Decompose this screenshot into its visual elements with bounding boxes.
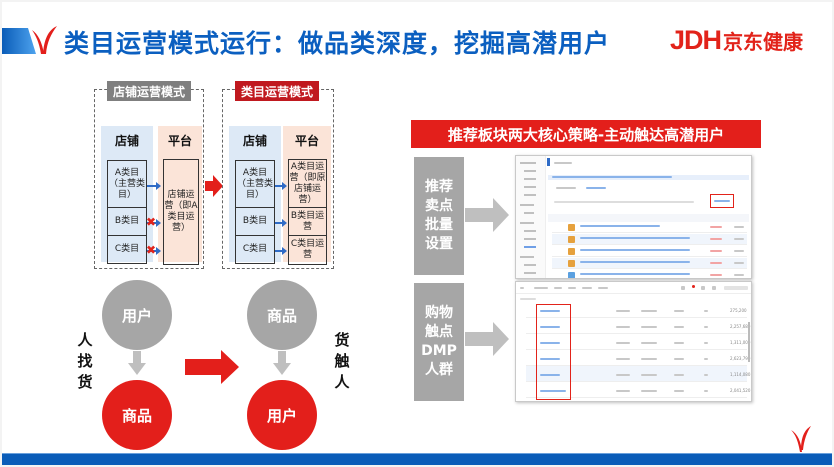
selling-point-settings-screenshot <box>515 155 752 279</box>
blocked-x-icon: ✖ <box>146 215 157 229</box>
arrow-icon <box>275 182 287 190</box>
audience-name-highlight <box>536 304 571 400</box>
strategy-label-selling-points: 推荐 卖点 批量 设置 <box>414 157 464 275</box>
screenshot-topnav <box>516 282 751 294</box>
arrow-icon <box>147 219 161 227</box>
right-arrow-icon <box>465 322 509 356</box>
audience-count: 2,257,680 <box>730 324 751 329</box>
store-mode-diagram: 店铺运营模式 店铺 A类目（主营类目） B类目 C类目 平台 店铺运营（即A类目… <box>94 81 204 269</box>
platform-column: 平台 A类目运营（即原店铺运营） B类目运营 C类目运营 <box>283 126 331 265</box>
store-cell-a: A类目（主营类目） <box>107 160 147 208</box>
store-cell-c: C类目 <box>107 235 147 264</box>
store-cell-c: C类目 <box>235 235 275 264</box>
flow-right-top-circle: 商品 <box>247 280 317 350</box>
transition-arrow-icon <box>205 175 223 197</box>
footer-bar <box>2 453 832 465</box>
dmp-audience-screenshot: 275,200 2,257,680 1,311,000 2,623,790 1,… <box>515 281 752 402</box>
flow-left-top-circle: 用户 <box>102 280 172 350</box>
store-cell-a: A类目（主营类目） <box>235 160 275 208</box>
store-column: 店铺 A类目（主营类目） B类目 C类目 <box>101 126 153 264</box>
blocked-x-icon: ✖ <box>146 243 157 257</box>
store-column: 店铺 A类目（主营类目） B类目 C类目 <box>229 126 281 264</box>
platform-cell: 店铺运营（即A类目运营） <box>163 159 199 265</box>
audience-count: 275,200 <box>730 308 747 313</box>
audience-count: 2,623,790 <box>730 356 751 361</box>
store-cell-b: B类目 <box>107 207 147 236</box>
arrow-icon <box>147 247 161 255</box>
flow-right-bottom-circle: 用户 <box>247 380 317 450</box>
audience-count: 2,041,520 <box>730 388 751 393</box>
platform-cell-a: A类目运营（即原店铺运营） <box>288 159 327 208</box>
store-column-header: 店铺 <box>242 134 267 148</box>
arrow-icon <box>275 219 287 227</box>
store-cell-b: B类目 <box>235 207 275 236</box>
batch-setting-highlight <box>710 194 734 208</box>
platform-column: 平台 店铺运营（即A类目运营） <box>158 126 202 265</box>
flow-right-label: 货 触 人 <box>334 331 350 391</box>
brand-text: 京东健康 <box>723 29 804 54</box>
transition-arrow-icon <box>185 350 239 384</box>
flow-left-label: 人 找 货 <box>77 331 93 391</box>
platform-column-header: 平台 <box>294 134 319 148</box>
platform-cell-b: B类目运营 <box>288 207 327 236</box>
scrollbar[interactable] <box>748 322 750 362</box>
down-arrow-icon <box>128 351 146 375</box>
platform-cell-c: C类目运营 <box>288 235 327 265</box>
page-title: 类目运营模式运行：做品类深度，挖掘高潜用户 <box>64 29 611 58</box>
store-mode-tag: 店铺运营模式 <box>107 81 192 101</box>
arrow-icon <box>275 247 287 255</box>
strategy-banner: 推荐板块两大核心策略-主动触达高潜用户 <box>411 120 761 148</box>
jd-health-logo: JDH 京东健康 <box>670 24 803 56</box>
flow-left-bottom-circle: 商品 <box>102 380 172 450</box>
audience-count: 1,311,000 <box>730 340 751 345</box>
category-mode-tag: 类目运营模式 <box>235 81 320 101</box>
corner-sprout-icon <box>791 426 811 452</box>
category-mode-diagram: 类目运营模式 店铺 A类目（主营类目） B类目 C类目 平台 A类目运营（即原店… <box>222 81 334 269</box>
right-arrow-icon <box>465 198 509 232</box>
store-column-header: 店铺 <box>114 134 139 148</box>
arrow-icon <box>147 182 161 190</box>
brand-mark: JDH <box>670 24 722 55</box>
brand-logo-icon <box>2 26 57 54</box>
audience-count: 1,114,080 <box>730 372 751 377</box>
strategy-label-dmp: 购物 触点 DMP 人群 <box>414 283 464 401</box>
screenshot-sidebar <box>516 156 546 278</box>
platform-column-header: 平台 <box>167 134 192 148</box>
down-arrow-icon <box>273 351 291 375</box>
